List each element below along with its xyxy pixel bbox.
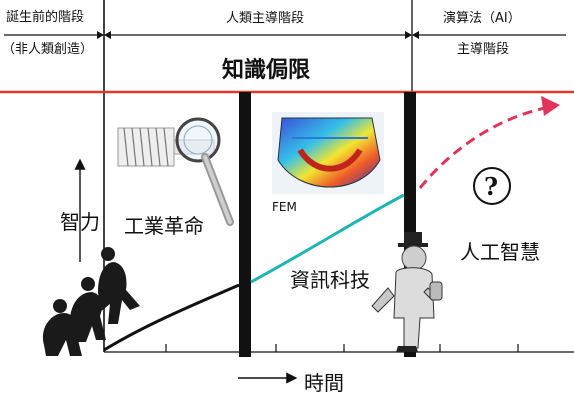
industrial-growth-curve: [103, 283, 240, 352]
industrial-revolution-label: 工業革命: [124, 214, 204, 238]
fem-label: FEM: [272, 200, 297, 214]
robot-character-illustration: [371, 232, 443, 352]
prelife-range-arrow: [4, 31, 104, 39]
ai-growth-curve: [418, 106, 546, 189]
knowledge-limit-label: 知識侷限: [222, 58, 311, 83]
screw-magnifier-illustration: [117, 117, 234, 226]
ai-curve-arrowhead: [541, 96, 560, 116]
stage-divider-1: [239, 92, 251, 357]
ai-stage-label: 演算法（AI）: [443, 11, 521, 26]
intelligence-axis-label: 智力: [60, 210, 100, 234]
time-axis-label: 時間: [304, 371, 344, 395]
fem-simulation-illustration: [272, 112, 384, 194]
info-growth-curve: [250, 193, 405, 284]
prelife-stage-sublabel: （非人類創造）: [2, 42, 94, 57]
information-tech-label: 資訊科技: [290, 268, 370, 292]
question-mark: ?: [484, 172, 499, 201]
human-range-arrow: [104, 31, 412, 39]
artificial-intelligence-label: 人工智慧: [460, 240, 540, 264]
ai-range-arrow: [412, 31, 566, 39]
human-evolution-silhouettes: [42, 247, 140, 356]
unknown-circle-icon: [473, 167, 511, 205]
time-axis: [104, 344, 574, 353]
ai-stage-sublabel: 主導階段: [457, 42, 510, 57]
human-stage-label: 人類主導階段: [226, 11, 305, 26]
prelife-stage-label: 誕生前的階段: [6, 10, 85, 25]
